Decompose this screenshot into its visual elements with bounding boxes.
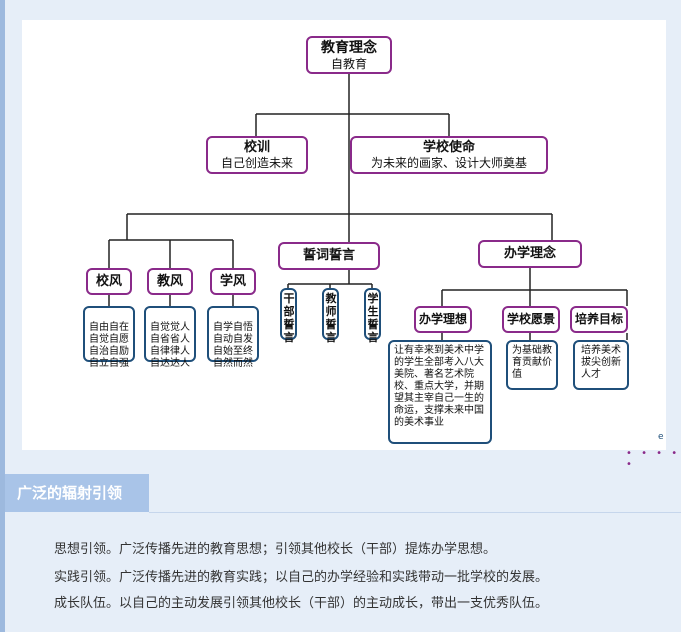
box-oath-cadre-text: 干部誓言	[283, 292, 295, 344]
box-oath-teacher: 教师誓言	[322, 288, 339, 344]
box-vision-text: 为基础教育贡献价值	[512, 345, 552, 380]
decorative-dots: • • • • •	[626, 448, 681, 470]
box-ethos-school-text: 自由自在 自觉自愿 自治自励 自立自强	[89, 322, 129, 369]
left-accent-rule	[0, 0, 5, 632]
node-philosophy-title: 办学理念	[503, 246, 556, 261]
node-mission-title: 学校使命	[422, 140, 475, 155]
node-goal-title: 培养目标	[574, 312, 623, 326]
paragraph-thought-leadership: 思想引领。广泛传播先进的教育思想；引领其他校长（干部）提炼办学思想。	[54, 542, 497, 557]
node-motto-subtitle: 自己创造未来	[220, 156, 293, 170]
node-mission: 学校使命 为未来的画家、设计大师奠基	[350, 136, 548, 174]
node-vision-title: 学校愿景	[506, 312, 555, 326]
box-ideal: 让有幸来到美术中学的学生全部考入八大美院、著名艺术院校、重点大学，并期望其主宰自…	[388, 340, 492, 444]
corner-mark: e	[658, 432, 664, 442]
node-ethos-learning: 学风	[210, 268, 256, 295]
node-root-title: 教育理念	[321, 40, 377, 56]
node-motto-title: 校训	[243, 140, 270, 155]
section-title-text: 广泛的辐射引领	[17, 484, 123, 502]
box-oath-cadre: 干部誓言	[280, 288, 297, 344]
node-oath: 誓词誓言	[278, 242, 380, 270]
paragraph-practice-leadership: 实践引领。广泛传播先进的教育实践；以自己的办学经验和实践带动一批学校的发展。	[54, 570, 549, 585]
node-philosophy: 办学理念	[478, 240, 582, 268]
section-title: 广泛的辐射引领	[5, 474, 149, 512]
node-vision: 学校愿景	[502, 306, 560, 333]
node-ethos-learning-title: 学风	[219, 274, 246, 289]
node-root-subtitle: 自教育	[330, 57, 367, 71]
box-ethos-school: 自由自在 自觉自愿 自治自励 自立自强	[83, 306, 135, 369]
node-mission-subtitle: 为未来的画家、设计大师奠基	[370, 156, 527, 170]
node-ideal: 办学理想	[414, 306, 472, 333]
node-goal: 培养目标	[570, 306, 628, 333]
node-oath-title: 誓词誓言	[302, 248, 355, 263]
box-vision: 为基础教育贡献价值	[506, 340, 558, 390]
box-oath-teacher-text: 教师誓言	[325, 292, 337, 344]
node-ethos-teaching-title: 教风	[156, 274, 183, 289]
org-chart-panel: 教育理念 自教育 校训 自己创造未来 学校使命 为未来的画家、设计大师奠基 誓词…	[22, 20, 666, 450]
node-ethos-school: 校风	[86, 268, 132, 295]
box-goal-text: 培养美术拔尖创新人才	[581, 345, 621, 380]
box-ideal-text: 让有幸来到美术中学的学生全部考入八大美院、著名艺术院校、重点大学，并期望其主宰自…	[394, 345, 484, 428]
node-motto: 校训 自己创造未来	[206, 136, 308, 174]
box-ethos-learning-text: 自学自悟 自动自发 自始至终 自然而然	[213, 322, 253, 369]
paragraph-team-growth: 成长队伍。以自己的主动发展引领其他校长（干部）的主动成长，带出一支优秀队伍。	[54, 596, 549, 611]
box-ethos-teaching-text: 自觉觉人 自省省人 自律律人 自达达人	[150, 322, 190, 369]
box-oath-student: 学生誓言	[364, 288, 381, 344]
box-oath-student-text: 学生誓言	[367, 292, 379, 344]
connector-lines	[108, 74, 628, 340]
node-root: 教育理念 自教育	[306, 36, 392, 74]
box-goal: 培养美术拔尖创新人才	[573, 340, 629, 390]
node-ethos-school-title: 校风	[95, 274, 122, 289]
node-ideal-title: 办学理想	[418, 312, 467, 326]
box-ethos-teaching: 自觉觉人 自省省人 自律律人 自达达人	[144, 306, 196, 369]
node-ethos-teaching: 教风	[147, 268, 193, 295]
box-ethos-learning: 自学自悟 自动自发 自始至终 自然而然	[207, 306, 259, 369]
section-divider	[149, 512, 681, 513]
